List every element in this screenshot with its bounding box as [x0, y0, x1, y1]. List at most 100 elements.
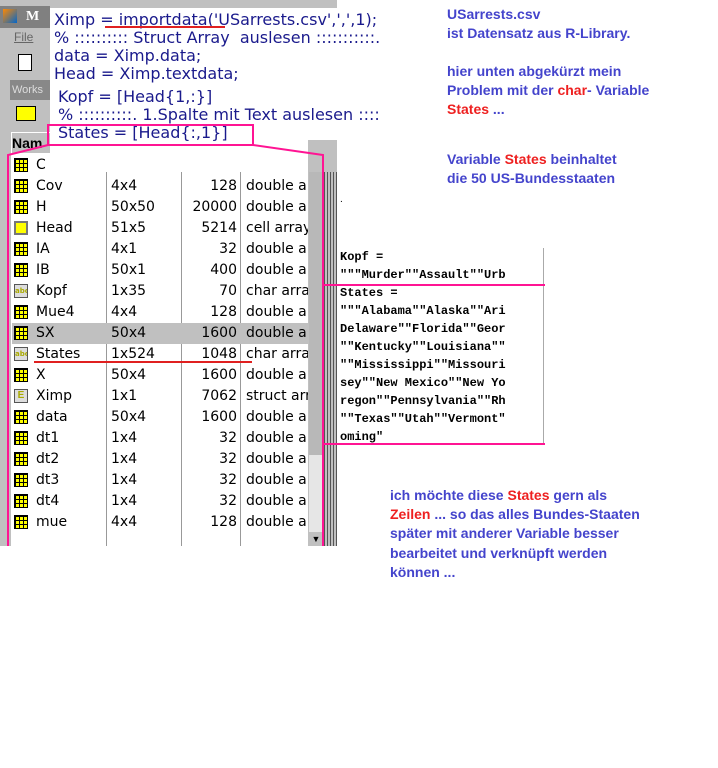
- new-file-icon[interactable]: [18, 54, 32, 71]
- note-span: beinhaltet: [546, 151, 617, 167]
- note-span: ich möchte diese: [390, 487, 508, 503]
- cell-size: 1x524: [111, 346, 155, 362]
- code-snippet: Ximp = importdata('USarrests.csv',',',1)…: [50, 8, 422, 142]
- scroll-down-arrow-icon[interactable]: ▼: [309, 532, 323, 546]
- matrix-icon: [14, 473, 28, 487]
- highlight-line: [252, 144, 324, 546]
- cell-class: cell array: [246, 220, 308, 236]
- matrix-icon: [14, 515, 28, 529]
- code-line: Head = Ximp.textdata;: [54, 64, 239, 83]
- cell-name: C: [36, 157, 46, 173]
- note-span: gern als: [549, 487, 608, 503]
- cell-name: Kopf: [36, 283, 67, 299]
- code-line: Ximp = importdata('USarrests.csv',',',1)…: [54, 10, 378, 29]
- cell-bytes: 1048: [201, 346, 237, 362]
- code-line: data = Ximp.data;: [54, 46, 202, 65]
- column-divider[interactable]: [240, 172, 241, 546]
- cell-size: 50x4: [111, 409, 147, 425]
- note-span: Variable: [447, 151, 505, 167]
- char-array-icon: abc: [14, 347, 28, 361]
- cell-bytes: 32: [219, 472, 237, 488]
- open-folder-icon[interactable]: [16, 106, 36, 121]
- cell-class: struct arr: [246, 388, 308, 404]
- cell-bytes: 5214: [201, 220, 237, 236]
- cell-class: double a: [246, 199, 307, 215]
- cell-bytes: 1600: [201, 325, 237, 341]
- cell-class: double a: [246, 262, 307, 278]
- cell-name: Cov: [36, 178, 63, 194]
- output-line: sey""New Mexico""New Yo: [340, 376, 506, 390]
- cell-class: double a: [246, 325, 307, 341]
- matrix-icon: [14, 305, 28, 319]
- cell-bytes: 128: [210, 304, 237, 320]
- scrollbar-thumb[interactable]: [309, 172, 323, 455]
- table-row[interactable]: C: [12, 155, 308, 176]
- dot: .: [340, 194, 343, 205]
- output-line: oming": [340, 430, 384, 444]
- cell-size: 1x4: [111, 493, 138, 509]
- cell-name: IA: [36, 241, 50, 257]
- code-line: % :::::::::: Struct Array auslesen :::::…: [54, 28, 381, 47]
- note-span: - Variable: [587, 82, 650, 98]
- cell-size: 50x4: [111, 367, 147, 383]
- title-bar: M: [0, 6, 50, 28]
- note-span: ... so das alles Bundes-Staaten: [434, 506, 640, 522]
- matrix-icon: [14, 263, 28, 277]
- cell-bytes: 1600: [201, 367, 237, 383]
- cell-class: double a: [246, 451, 307, 467]
- column-header-name[interactable]: Nam: [11, 132, 51, 154]
- column-divider[interactable]: [106, 172, 107, 546]
- output-line: ""Texas""Utah""Vermont": [340, 412, 506, 426]
- cell-size: 1x4: [111, 451, 138, 467]
- char-array-icon: abc: [14, 284, 28, 298]
- code-line: Kopf = [Head{1,:}]: [58, 87, 213, 106]
- note-text: Problem mit der char- Variable: [447, 82, 649, 98]
- note-highlight: States: [507, 487, 550, 503]
- matrix-icon: [14, 368, 28, 382]
- cell-name: dt3: [36, 472, 60, 488]
- code-line: States = [Head{:,1}]: [58, 123, 228, 142]
- note-source: ist Datensatz aus R-Library.: [447, 25, 631, 41]
- cell-array-icon: [14, 221, 28, 235]
- note-text: Zeilen ... so das alles Bundes-Staaten: [390, 506, 640, 522]
- cell-name: data: [36, 409, 68, 425]
- matrix-icon: [14, 179, 28, 193]
- cell-class: double a: [246, 409, 307, 425]
- menu-file[interactable]: File: [14, 30, 34, 44]
- cell-bytes: 128: [210, 178, 237, 194]
- cell-bytes: 32: [219, 430, 237, 446]
- matrix-icon: [14, 158, 28, 172]
- pane-splitter[interactable]: [324, 172, 337, 546]
- cell-name: Ximp: [36, 388, 73, 404]
- cell-class: double a: [246, 472, 307, 488]
- cell-class: double a: [246, 241, 307, 257]
- cell-bytes: 32: [219, 241, 237, 257]
- column-divider[interactable]: [181, 172, 182, 546]
- note-text: hier unten abgekürzt mein: [447, 63, 622, 79]
- cell-bytes: 32: [219, 493, 237, 509]
- cell-name: mue: [36, 514, 68, 530]
- cell-name: States: [36, 346, 81, 362]
- output-line: Delaware""Florida""Geor: [340, 322, 506, 336]
- tab-workspace[interactable]: Works: [10, 80, 50, 100]
- matrix-icon: [14, 431, 28, 445]
- cell-name: dt1: [36, 430, 60, 446]
- struct-icon: E: [14, 389, 28, 403]
